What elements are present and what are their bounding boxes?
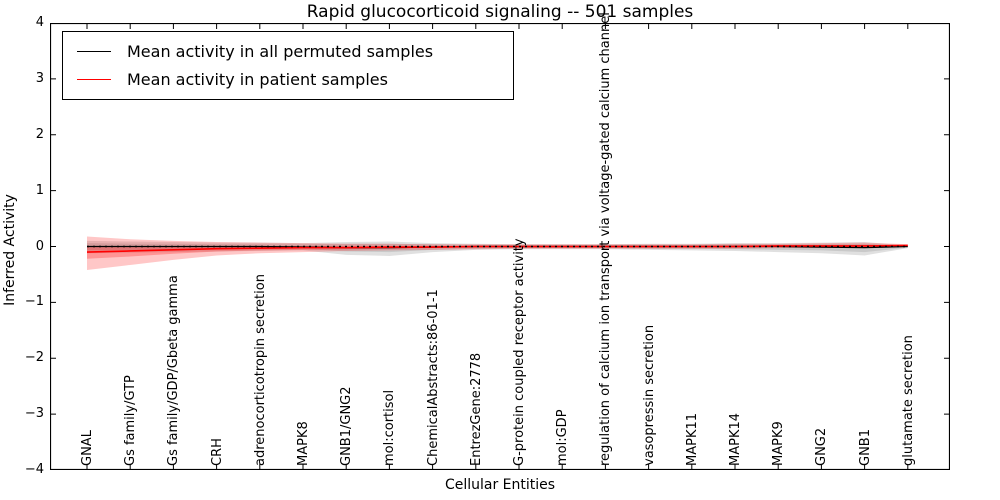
x-tick-label: GNAL — [80, 430, 95, 466]
y-tick-label: −4 — [24, 462, 44, 477]
x-tick-label: MAPK14 — [728, 412, 743, 466]
permuted-inner-band — [87, 243, 908, 253]
legend-label-patient: Mean activity in patient samples — [127, 69, 388, 89]
x-tick-label: adrenocorticotropin secretion — [252, 274, 268, 466]
x-tick-label: vasopressin secretion — [641, 324, 657, 466]
legend-label-permuted: Mean activity in all permuted samples — [127, 41, 434, 61]
y-tick-label: −1 — [24, 294, 44, 310]
permuted-std-band — [87, 240, 908, 256]
plot-area — [50, 23, 950, 470]
x-tick-label: mol:cortisol — [382, 389, 398, 466]
legend-entry-patient: Mean activity in patient samples — [63, 65, 513, 93]
y-tick-label: 4 — [35, 15, 44, 30]
x-tick-label: MAPK9 — [771, 421, 787, 466]
x-tick-label: GNG2 — [814, 427, 830, 466]
x-tick-label: ChemicalAbstracts:86-01-1 — [425, 289, 441, 466]
y-tick-label: 1 — [35, 182, 44, 198]
x-tick-label: CRH — [209, 438, 225, 466]
y-tick-label: 0 — [35, 238, 44, 254]
legend-entry-permuted: Mean activity in all permuted samples — [63, 37, 513, 65]
x-tick-label: G-protein coupled receptor activity — [512, 238, 527, 466]
y-tick-label: −3 — [24, 406, 44, 422]
x-tick-label: GNB1 — [857, 429, 873, 466]
x-axis-label: Cellular Entities — [444, 477, 556, 493]
x-tick-label: Gs family/GDP/Gbeta gamma — [166, 275, 182, 466]
legend-line-sample-patient — [77, 78, 111, 80]
x-tick-label: regulation of calcium ion transport via … — [598, 12, 614, 466]
y-tick-label: 3 — [35, 70, 44, 86]
patient-std-band — [87, 236, 908, 270]
legend: Mean activity in all permuted samples Me… — [62, 31, 514, 100]
x-tick-label: Gs family/GTP — [123, 375, 139, 466]
y-tick-label: −2 — [24, 350, 44, 366]
legend-line-sample-permuted — [77, 50, 111, 52]
x-tick-label: GNB1/GNG2 — [339, 386, 355, 466]
x-tick-label: mol:GDP — [555, 409, 571, 466]
x-tick-label: MAPK8 — [296, 421, 311, 466]
plot-canvas — [50, 23, 950, 470]
x-tick-label: EntrezGene:2778 — [468, 352, 484, 466]
chart-title: Rapid glucocorticoid signaling -- 501 sa… — [306, 2, 694, 22]
x-tick-label: glutamate secretion — [900, 335, 916, 466]
axes-spines — [50, 23, 950, 470]
x-tick-label: MAPK11 — [684, 412, 700, 466]
y-tick-label: 2 — [35, 126, 44, 142]
